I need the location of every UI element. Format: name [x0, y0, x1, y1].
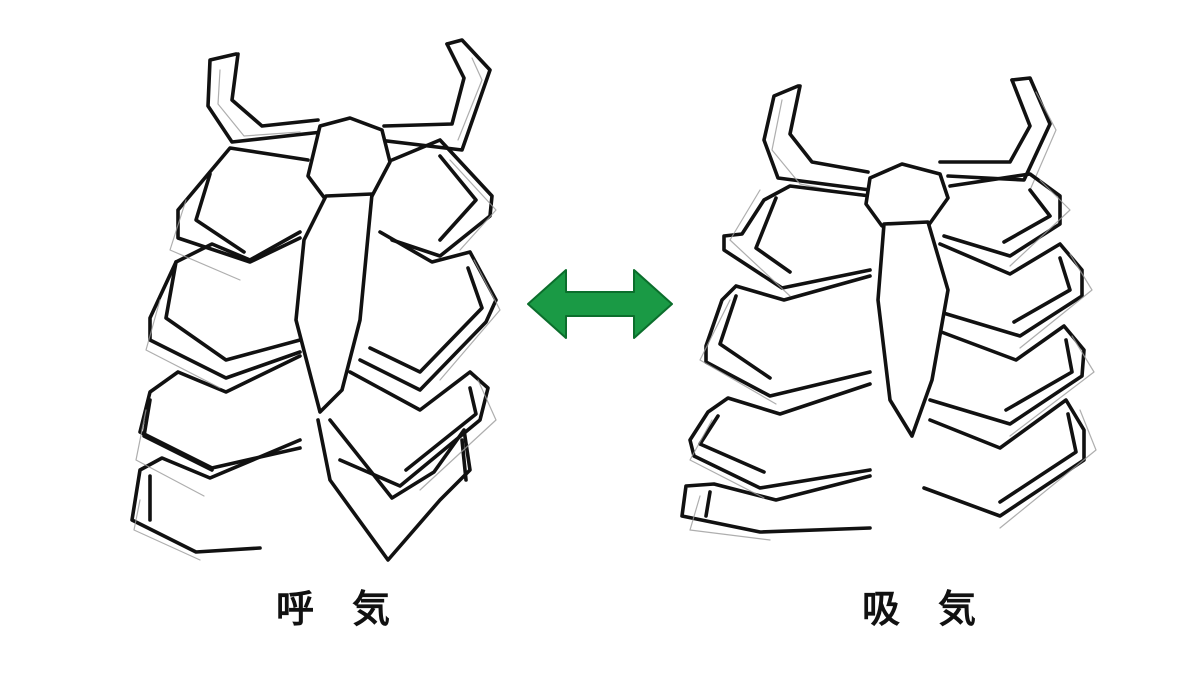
- double-arrow-icon: [527, 269, 673, 339]
- ribs-left-side: [680, 184, 872, 541]
- clavicle-right: [938, 76, 1057, 191]
- ribs-left-side: [130, 146, 310, 561]
- sternum-left: [294, 116, 392, 414]
- ribcage-inhale-icon: [680, 76, 1097, 541]
- arrow-shape: [527, 269, 673, 339]
- ribs-right-side: [316, 138, 501, 562]
- clavicle-left: [206, 52, 324, 144]
- clavicle-right: [376, 38, 492, 152]
- clavicle-left: [762, 84, 872, 197]
- exhale-label: 呼 気: [276, 587, 391, 631]
- inhale-label: 吸 気: [862, 587, 977, 631]
- sternum-right: [864, 162, 950, 438]
- ribcage-exhale-icon: [130, 38, 501, 562]
- ribs-right-side: [922, 172, 1097, 529]
